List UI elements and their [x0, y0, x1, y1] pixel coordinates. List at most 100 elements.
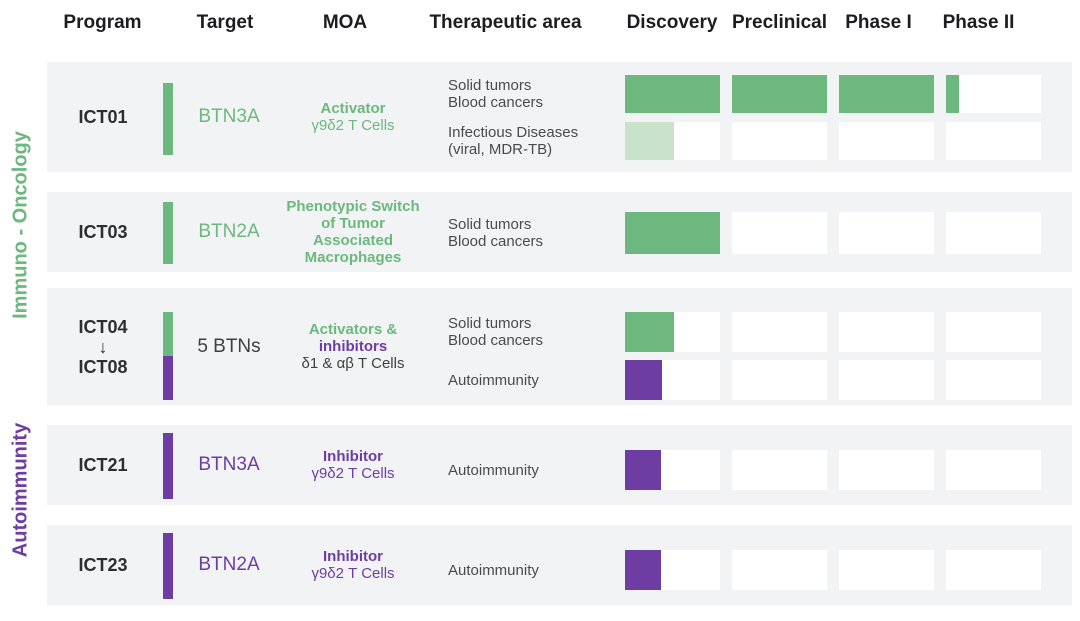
- moa-line: of Tumor: [321, 215, 385, 232]
- down-arrow-icon: ↓: [98, 336, 108, 357]
- phase-cell-phase-1: [839, 550, 934, 590]
- program-label: ICT23: [47, 525, 159, 605]
- program-text: ICT03: [78, 222, 128, 242]
- target-label: BTN2A: [198, 221, 260, 242]
- therapeutic-area-label: Solid tumors Blood cancers: [448, 75, 625, 113]
- column-header-preclinical: Preclinical: [731, 12, 828, 33]
- phase-progress-fill: [732, 75, 827, 113]
- program-text: ICT04: [78, 316, 128, 337]
- therapeutic-area-label: Solid tumors Blood cancers: [448, 312, 625, 352]
- program-accent-bar: [163, 202, 173, 264]
- pipeline-row-ict03: ICT03 BTN2A Phenotypic Switch of Tumor A…: [47, 192, 1072, 272]
- phase-progress-fill: [625, 212, 720, 254]
- therapeutic-area-line: (viral, MDR-TB): [448, 141, 553, 158]
- therapeutic-area-label: Autoimmunity: [448, 360, 625, 400]
- column-header-moa: MOA: [322, 12, 368, 33]
- phase-cell-phase-1: [839, 450, 934, 490]
- phase-cell-phase-2: [946, 360, 1041, 400]
- phase-cell-phase-2: [946, 75, 1041, 113]
- pipeline-row-ict04-ict08: ICT04 ↓ ICT08 5 BTNs Activators & inhibi…: [47, 288, 1072, 405]
- indication-row: Solid tumors Blood cancers: [448, 75, 1053, 113]
- program-label: ICT04 ↓ ICT08: [47, 288, 159, 405]
- therapeutic-area-line: Autoimmunity: [448, 371, 539, 389]
- therapeutic-area-line: Solid tumors: [448, 77, 532, 94]
- pipeline-row-ict01: ICT01 BTN3A Activator γ9δ2 T Cells Solid…: [47, 62, 1072, 172]
- program-text: ICT21: [78, 455, 128, 475]
- program-text: ICT01: [78, 107, 128, 127]
- column-header-phase-1: Phase I: [845, 12, 912, 33]
- phase-cell-discovery: [625, 75, 720, 113]
- phase-progress-fill: [625, 550, 662, 590]
- phase-cell-discovery: [625, 212, 720, 254]
- moa-line: Inhibitor: [323, 548, 383, 565]
- moa-line: γ9δ2 T Cells: [311, 117, 395, 134]
- moa-line: Activator: [320, 100, 386, 117]
- phase-cell-phase-1: [839, 212, 934, 254]
- program-label: ICT21: [47, 425, 159, 505]
- therapeutic-area-line: Blood cancers: [448, 94, 544, 111]
- program-text: ICT08: [78, 356, 128, 377]
- indication-row: Solid tumors Blood cancers: [448, 212, 1053, 254]
- moa-line: γ9δ2 T Cells: [311, 565, 395, 582]
- therapeutic-area-line: Solid tumors: [448, 216, 532, 233]
- program-label: ICT03: [47, 192, 159, 272]
- phase-progress-fill: [946, 75, 960, 113]
- moa-line: Macrophages: [304, 249, 402, 266]
- therapeutic-area-line: Autoimmunity: [448, 561, 539, 579]
- moa-line: Phenotypic Switch: [286, 198, 420, 215]
- phase-cell-phase-1: [839, 122, 934, 160]
- column-header-phase-2: Phase II: [942, 12, 1015, 33]
- phase-progress-fill: [625, 75, 720, 113]
- indication-row: Autoimmunity: [448, 360, 1053, 400]
- therapeutic-area-label: Autoimmunity: [448, 450, 625, 490]
- indication-row: Infectious Diseases (viral, MDR-TB): [448, 122, 1053, 160]
- phase-cell-phase-1: [839, 312, 934, 352]
- program-label: ICT01: [47, 62, 159, 172]
- phase-cell-preclinical: [732, 450, 827, 490]
- moa-line: γ9δ2 T Cells: [311, 465, 395, 482]
- therapeutic-area-line: Solid tumors: [448, 315, 532, 332]
- therapeutic-area-line: Blood cancers: [448, 332, 544, 349]
- phase-cell-phase-1: [839, 360, 934, 400]
- pipeline-row-ict23: ICT23 BTN2A Inhibitor γ9δ2 T Cells Autoi…: [47, 525, 1072, 605]
- program-accent-bar: [163, 433, 173, 499]
- phase-cell-preclinical: [732, 550, 827, 590]
- therapeutic-area-line: Autoimmunity: [448, 461, 539, 479]
- moa-label: Activator γ9δ2 T Cells: [263, 62, 443, 172]
- phase-cell-discovery: [625, 450, 720, 490]
- indication-row: Autoimmunity: [448, 550, 1053, 590]
- moa-line: Inhibitor: [323, 448, 383, 465]
- phase-cell-discovery: [625, 312, 720, 352]
- phase-progress-fill: [839, 75, 934, 113]
- group-label-immuno-oncology: Immuno - Oncology: [9, 131, 32, 319]
- target-label: BTN2A: [198, 554, 260, 575]
- target-label: BTN3A: [198, 454, 260, 475]
- column-header-discovery: Discovery: [626, 12, 718, 33]
- target-label: 5 BTNs: [197, 335, 261, 357]
- therapeutic-area-label: Solid tumors Blood cancers: [448, 212, 625, 254]
- column-header-therapeutic-area: Therapeutic area: [429, 12, 582, 33]
- phase-cell-discovery: [625, 550, 720, 590]
- program-accent-bar: [163, 533, 173, 599]
- program-accent-bar: [163, 83, 173, 155]
- indication-row: Solid tumors Blood cancers: [448, 312, 1053, 352]
- phase-cell-preclinical: [732, 360, 827, 400]
- column-header-target: Target: [196, 12, 254, 33]
- target-label: BTN3A: [198, 106, 260, 127]
- phase-cell-phase-2: [946, 450, 1041, 490]
- phase-progress-fill: [625, 360, 663, 400]
- moa-line: Associated: [312, 232, 394, 249]
- phase-cell-discovery: [625, 360, 720, 400]
- phase-cell-preclinical: [732, 122, 827, 160]
- column-header-program: Program: [63, 12, 142, 33]
- group-label-autoimmunity: Autoimmunity: [9, 422, 32, 558]
- moa-line: inhibitors: [318, 338, 388, 355]
- phase-cell-preclinical: [732, 212, 827, 254]
- phase-cell-phase-1: [839, 75, 934, 113]
- moa-label: Activators & inhibitors δ1 & αβ T Cells: [263, 288, 443, 405]
- phase-cell-phase-2: [946, 550, 1041, 590]
- therapeutic-area-line: Blood cancers: [448, 233, 544, 250]
- program-accent-bar: [163, 312, 173, 400]
- moa-label: Phenotypic Switch of Tumor Associated Ma…: [263, 192, 443, 272]
